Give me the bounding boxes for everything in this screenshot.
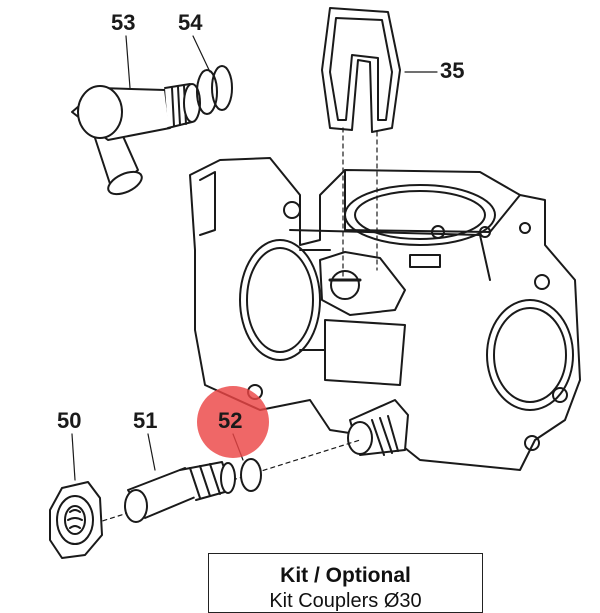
- callout-54: 54: [178, 10, 203, 35]
- kit-optional-box: Kit / Optional Kit Couplers Ø30: [208, 553, 483, 613]
- kit-title: Kit / Optional: [280, 564, 411, 587]
- diagram-drawing: [49, 7, 581, 559]
- callout-51: 51: [133, 408, 158, 433]
- part-51-coupler: [124, 461, 236, 523]
- exploded-parts-diagram: 53 54 35 50 51 52 Kit / Optional Kit Cou…: [49, 7, 581, 613]
- part-52-highlight: [197, 386, 269, 458]
- callout-50: 50: [57, 408, 82, 433]
- callout-53: 53: [111, 10, 136, 35]
- part-54-o-rings: [196, 65, 233, 115]
- callout-35: 35: [440, 58, 465, 83]
- valve-body: [189, 157, 581, 471]
- callout-52: 52: [218, 408, 243, 433]
- kit-subtitle: Kit Couplers Ø30: [269, 590, 422, 612]
- part-35-spring-clip: [321, 7, 401, 133]
- part-50-nut: [49, 481, 103, 559]
- part-53-elbow-fitting: [71, 83, 201, 196]
- part-52-o-ring: [240, 458, 262, 492]
